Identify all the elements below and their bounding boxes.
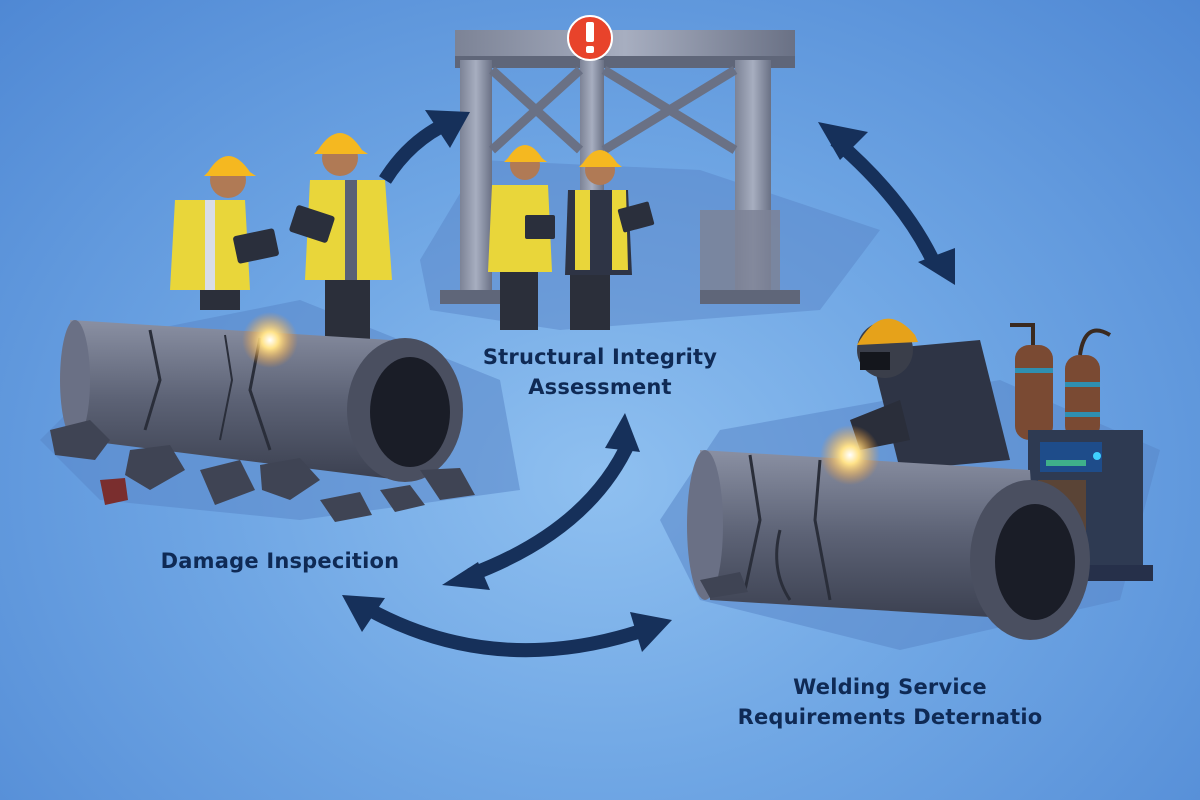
stage-label-welding-requirements: Welding Service Requirements Deternatio xyxy=(720,672,1060,732)
welding-helmet-icon xyxy=(857,318,918,345)
worker-icon xyxy=(488,145,555,330)
warning-badge-icon xyxy=(567,15,613,61)
process-arrows xyxy=(342,110,955,658)
damage-inspection-scene xyxy=(40,133,520,522)
welding-mask-icon xyxy=(860,352,890,370)
stage-label-structural-assessment: Structural Integrity Assessment xyxy=(440,342,760,402)
cracked-pipe-icon xyxy=(687,450,1090,640)
worker-icon xyxy=(170,156,279,310)
spark-icon xyxy=(820,425,880,485)
hard-hat-icon xyxy=(314,133,368,154)
hard-hat-icon xyxy=(504,145,547,162)
rubble-icon xyxy=(50,420,475,522)
welder-icon xyxy=(850,318,1010,470)
worker-icon xyxy=(565,150,655,330)
hard-hat-icon xyxy=(204,156,256,176)
rubble-icon xyxy=(700,572,748,598)
stage-label-damage-inspection: Damage Inspecition xyxy=(140,546,420,576)
worker-icon xyxy=(289,133,392,340)
arrow-center-diagonal xyxy=(442,413,640,590)
arrow-bottom-damage-welding xyxy=(342,595,672,658)
gas-cylinder-icon xyxy=(1010,323,1112,440)
label-line: Damage Inspecition xyxy=(160,549,400,573)
tablet-icon xyxy=(617,201,655,233)
welding-scene xyxy=(660,318,1160,650)
label-line: Welding Service xyxy=(793,675,987,699)
arrow-structural-welding xyxy=(818,122,955,285)
hard-hat-icon xyxy=(579,150,622,167)
label-line: Assessment xyxy=(528,375,672,399)
tablet-icon xyxy=(289,205,335,243)
cracked-pipe-icon xyxy=(60,320,463,482)
structural-assessment-scene xyxy=(420,15,880,330)
arrow-damage-to-structural xyxy=(379,110,470,184)
label-line: Requirements Deternatio xyxy=(737,705,1043,729)
tablet-icon xyxy=(525,215,555,239)
tablet-icon xyxy=(233,228,279,264)
spark-icon xyxy=(242,312,298,368)
label-line: Structural Integrity xyxy=(482,345,718,369)
